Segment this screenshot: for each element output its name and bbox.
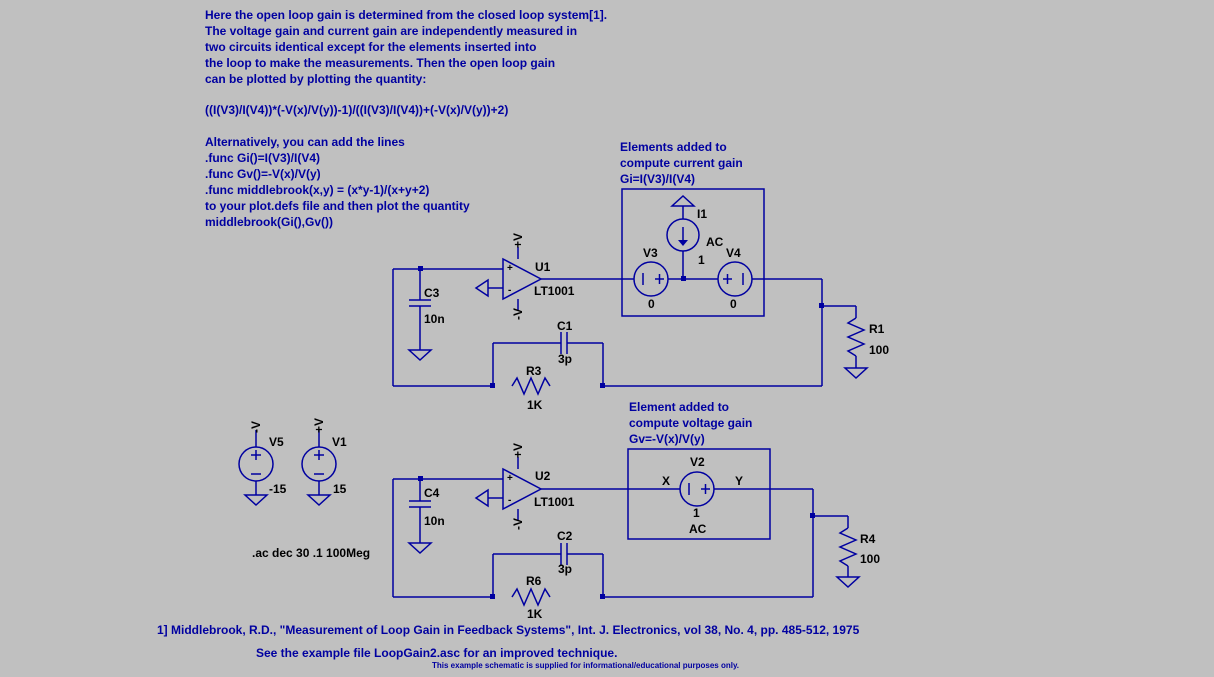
- v2-value2: AC: [689, 522, 707, 536]
- v1-net-label: +V: [312, 418, 326, 433]
- v4-name: V4: [726, 246, 741, 260]
- v5-name: V5: [269, 435, 284, 449]
- voltage-note-line-0: Element added to: [629, 400, 729, 414]
- i1-value: AC: [706, 235, 724, 249]
- current-gain-box: [621, 188, 765, 317]
- voltage-source-v5[interactable]: -V V5 -15: [238, 421, 287, 507]
- desc-line-1: The voltage gain and current gain are in…: [205, 24, 577, 38]
- see-also-text: See the example file LoopGain2.asc for a…: [256, 646, 617, 660]
- r4-name: R4: [860, 532, 876, 546]
- v4-value: 0: [730, 297, 737, 311]
- v5-net-label: -V: [249, 421, 263, 433]
- bottom-circuit[interactable]: + - +V -V U2 LT1001: [392, 443, 880, 621]
- u2-minus-pin: -: [508, 495, 511, 506]
- desc-line-0: Here the open loop gain is determined fr…: [205, 8, 607, 22]
- power-supplies[interactable]: -V V5 -15 +V V1 15: [238, 418, 347, 507]
- c1-value: 3p: [558, 352, 572, 366]
- r6-name: R6: [526, 574, 542, 588]
- voltage-note-line-1: compute voltage gain: [629, 416, 752, 430]
- voltage-gain-note: Element added to compute voltage gain Gv…: [629, 400, 752, 446]
- v2-value: 1: [693, 506, 700, 520]
- desc-line-12: to your plot.defs file and then plot the…: [205, 199, 470, 213]
- voltage-source-v4[interactable]: V4 0: [717, 246, 753, 311]
- desc-line-10: .func Gv()=-V(x)/V(y): [205, 167, 321, 181]
- desc-line-9: .func Gi()=I(V3)/I(V4): [205, 151, 320, 165]
- r3-value: 1K: [527, 398, 543, 412]
- r1-name: R1: [869, 322, 885, 336]
- c1-name: C1: [557, 319, 573, 333]
- desc-formula: ((I(V3)/I(V4))*(-V(x)/V(y))-1)/((I(V3)/I…: [205, 103, 508, 117]
- u1-vminus-label: -V: [511, 308, 525, 320]
- capacitor-c1[interactable]: C1 3p: [493, 319, 603, 366]
- u1-vplus-label: +V: [511, 233, 525, 248]
- desc-line-2: two circuits identical except for the el…: [205, 40, 536, 54]
- description-text: Here the open loop gain is determined fr…: [205, 8, 607, 229]
- voltage-source-v1[interactable]: +V V1 15: [301, 418, 347, 507]
- capacitor-c3[interactable]: C3 10n: [407, 269, 445, 362]
- voltage-source-v3[interactable]: V3 0: [633, 246, 669, 311]
- c3-name: C3: [424, 286, 440, 300]
- net-label-y: Y: [735, 474, 743, 488]
- i1-name: I1: [697, 207, 707, 221]
- current-note-line-1: compute current gain: [620, 156, 743, 170]
- v1-name: V1: [332, 435, 347, 449]
- capacitor-c2[interactable]: C2 3p: [493, 529, 603, 576]
- reference-text: 1] Middlebrook, R.D., "Measurement of Lo…: [157, 623, 860, 637]
- u1-value: LT1001: [534, 284, 575, 298]
- u1-name: U1: [535, 260, 551, 274]
- capacitor-c4[interactable]: C4 10n: [407, 479, 445, 555]
- net-label-x: X: [662, 474, 670, 488]
- c4-value: 10n: [424, 514, 445, 528]
- r6-value: 1K: [527, 607, 543, 621]
- r1-value: 100: [869, 343, 889, 357]
- c2-name: C2: [557, 529, 573, 543]
- v3-value: 0: [648, 297, 655, 311]
- v3-name: V3: [643, 246, 658, 260]
- resistor-r3[interactable]: R3 1K: [511, 364, 551, 412]
- i1-value2: 1: [698, 253, 705, 267]
- r3-name: R3: [526, 364, 542, 378]
- current-source-i1[interactable]: I1 AC 1: [666, 194, 724, 279]
- resistor-r4[interactable]: R4 100: [835, 516, 880, 589]
- current-gain-note: Elements added to compute current gain G…: [620, 140, 743, 186]
- u2-value: LT1001: [534, 495, 575, 509]
- resistor-r1[interactable]: R1 100: [843, 306, 889, 380]
- v1-value: 15: [333, 482, 347, 496]
- u2-vplus-label: +V: [511, 443, 525, 458]
- c3-value: 10n: [424, 312, 445, 326]
- desc-line-3: the loop to make the measurements. Then …: [205, 56, 555, 70]
- u2-vminus-label: -V: [511, 518, 525, 530]
- top-circuit[interactable]: + - +V -V U1 LT1001: [392, 188, 889, 412]
- c2-value: 3p: [558, 562, 572, 576]
- desc-line-8: Alternatively, you can add the lines: [205, 135, 405, 149]
- voltage-source-v2[interactable]: V2 1 AC: [679, 455, 715, 536]
- opamp-u1[interactable]: + - +V -V U1 LT1001: [502, 233, 575, 320]
- v5-value: -15: [269, 482, 287, 496]
- opamp-u2[interactable]: + - +V -V U2 LT1001: [502, 443, 575, 530]
- resistor-r6[interactable]: R6 1K: [511, 574, 551, 621]
- r4-value: 100: [860, 552, 880, 566]
- desc-line-4: can be plotted by plotting the quantity:: [205, 72, 426, 86]
- u1-plus-pin: +: [507, 263, 513, 274]
- current-note-line-0: Elements added to: [620, 140, 727, 154]
- v2-name: V2: [690, 455, 705, 469]
- desc-line-13: middlebrook(Gi(),Gv()): [205, 215, 333, 229]
- voltage-note-line-2: Gv=-V(x)/V(y): [629, 432, 705, 446]
- c4-name: C4: [424, 486, 440, 500]
- desc-line-11: .func middlebrook(x,y) = (x*y-1)/(x+y+2): [205, 183, 429, 197]
- ac-directive[interactable]: .ac dec 30 .1 100Meg: [252, 546, 370, 560]
- u2-name: U2: [535, 469, 551, 483]
- disclaimer-text: This example schematic is supplied for i…: [432, 661, 739, 670]
- u2-plus-pin: +: [507, 473, 513, 484]
- current-note-line-2: Gi=I(V3)/I(V4): [620, 172, 695, 186]
- u1-minus-pin: -: [508, 285, 511, 296]
- voltage-gain-box: [627, 448, 771, 540]
